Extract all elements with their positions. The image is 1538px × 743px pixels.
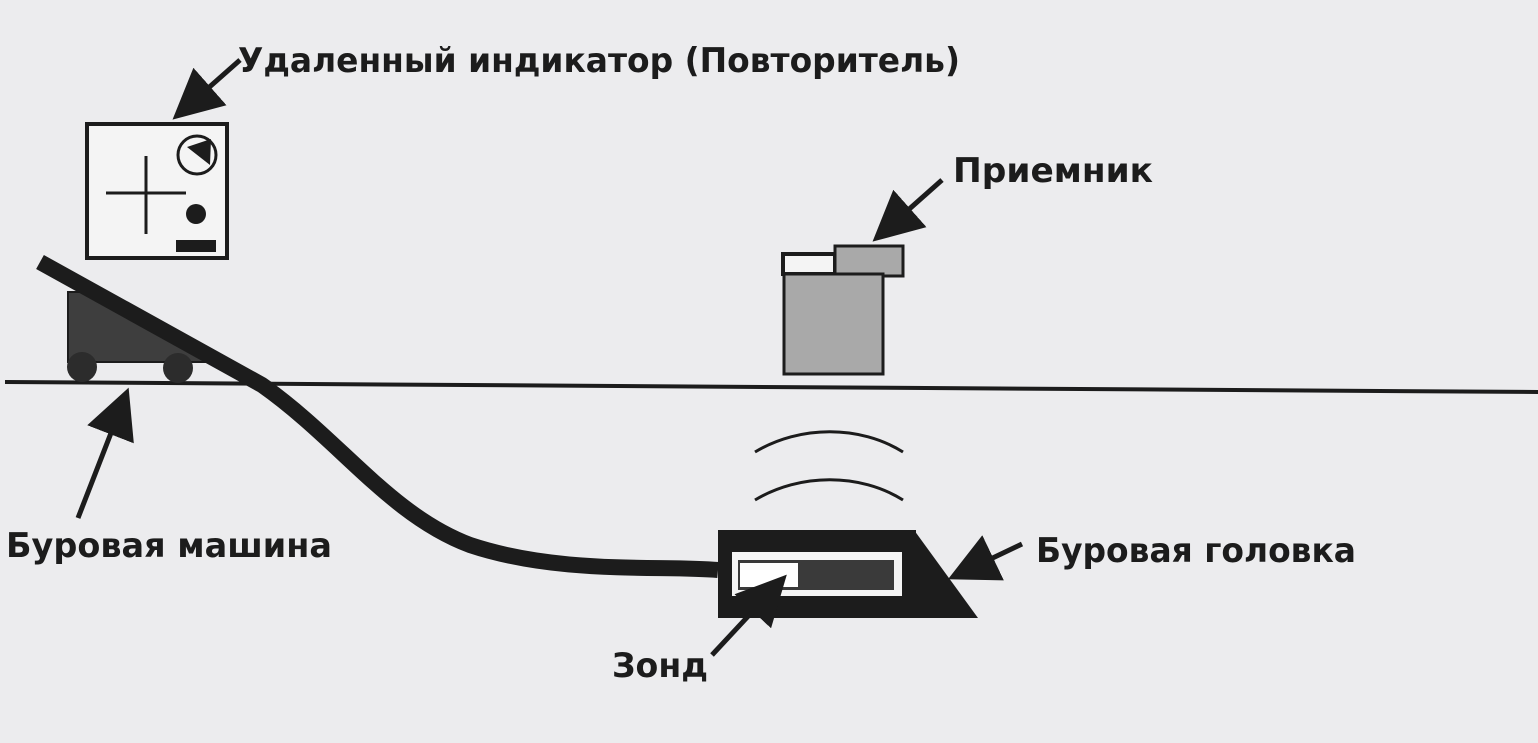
signal-wave-lower: [754, 478, 904, 502]
drill-bit: [914, 530, 978, 618]
compass-pointer-icon: [187, 139, 211, 165]
label-drill-head: Буровая головка: [1036, 531, 1356, 571]
rig-wheel-right: [163, 353, 193, 383]
probe: [740, 563, 798, 587]
receiver-handle: [781, 252, 837, 276]
arrow-probe: [710, 574, 787, 657]
indicator-dot-icon: [186, 204, 206, 224]
label-remote-indicator: Удаленный индикатор (Повторитель): [238, 41, 960, 81]
drill-pipe: [36, 255, 719, 578]
arrow-drill-head: [947, 535, 1024, 581]
receiver-body: [782, 272, 885, 376]
remote-indicator: [85, 122, 229, 260]
label-probe: Зонд: [612, 646, 708, 686]
receiver: [781, 244, 905, 376]
label-drill-rig: Буровая машина: [6, 526, 332, 566]
indicator-bar-icon: [176, 240, 216, 252]
arrow-receiver: [872, 178, 944, 242]
rig-wheel-left: [67, 352, 97, 382]
receiver-display: [833, 244, 905, 278]
arrow-drill-rig: [75, 387, 134, 519]
drill-rig: [67, 291, 231, 383]
signal-wave-upper: [754, 430, 904, 454]
label-receiver: Приемник: [953, 151, 1153, 191]
ground-line: [4, 380, 1538, 394]
arrow-remote-indicator: [172, 58, 242, 120]
crosshair-icon: [106, 156, 186, 234]
